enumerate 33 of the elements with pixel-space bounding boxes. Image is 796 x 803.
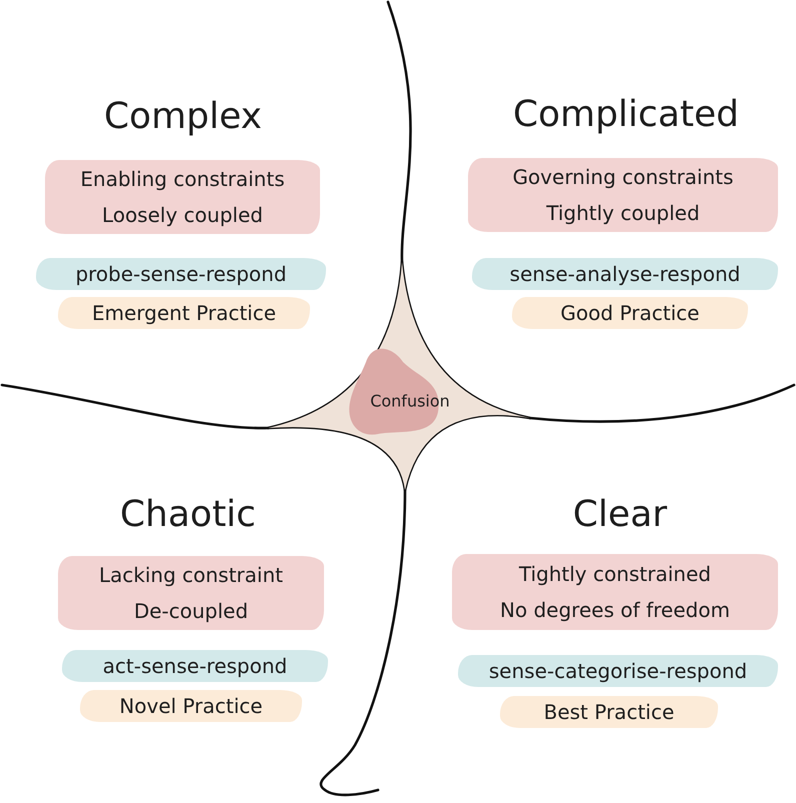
band-text: Enabling constraints [80, 166, 285, 193]
band-text: probe-sense-respond [75, 261, 287, 288]
band-text: Emergent Practice [92, 300, 276, 327]
highlighted-text-band [62, 650, 328, 682]
band-text: Tightly constrained [518, 561, 711, 588]
band-text: De-coupled [134, 598, 248, 625]
highlighted-text-band [58, 297, 310, 329]
highlighted-text-band [512, 297, 748, 329]
domain-title: Clear [572, 494, 668, 535]
band-text: No degrees of freedom [500, 597, 730, 624]
band-text: sense-analyse-respond [510, 261, 740, 288]
domain-title: Chaotic [120, 494, 256, 535]
highlighted-text-band [58, 556, 324, 630]
band-text: Governing constraints [512, 164, 734, 191]
highlighted-text-band [468, 158, 778, 232]
highlighted-text-band [452, 554, 778, 630]
domain-title: Complex [104, 96, 262, 137]
domain-title: Complicated [512, 94, 740, 135]
band-text: Good Practice [560, 300, 700, 327]
highlighted-text-band [500, 696, 718, 728]
band-text: Novel Practice [119, 693, 263, 720]
band-text: Best Practice [544, 699, 674, 726]
band-text: Tightly coupled [546, 200, 700, 227]
highlighted-text-band [36, 258, 326, 290]
highlighted-text-band [458, 655, 778, 687]
region-label: Confusion [370, 392, 450, 410]
band-text: sense-categorise-respond [488, 658, 748, 685]
band-text: Loosely coupled [102, 202, 263, 229]
band-text: act-sense-respond [102, 653, 288, 680]
highlighted-text-band [45, 160, 320, 234]
highlighted-text-band [472, 258, 778, 290]
band-text: Lacking constraint [99, 562, 283, 589]
highlighted-text-band [80, 690, 302, 722]
